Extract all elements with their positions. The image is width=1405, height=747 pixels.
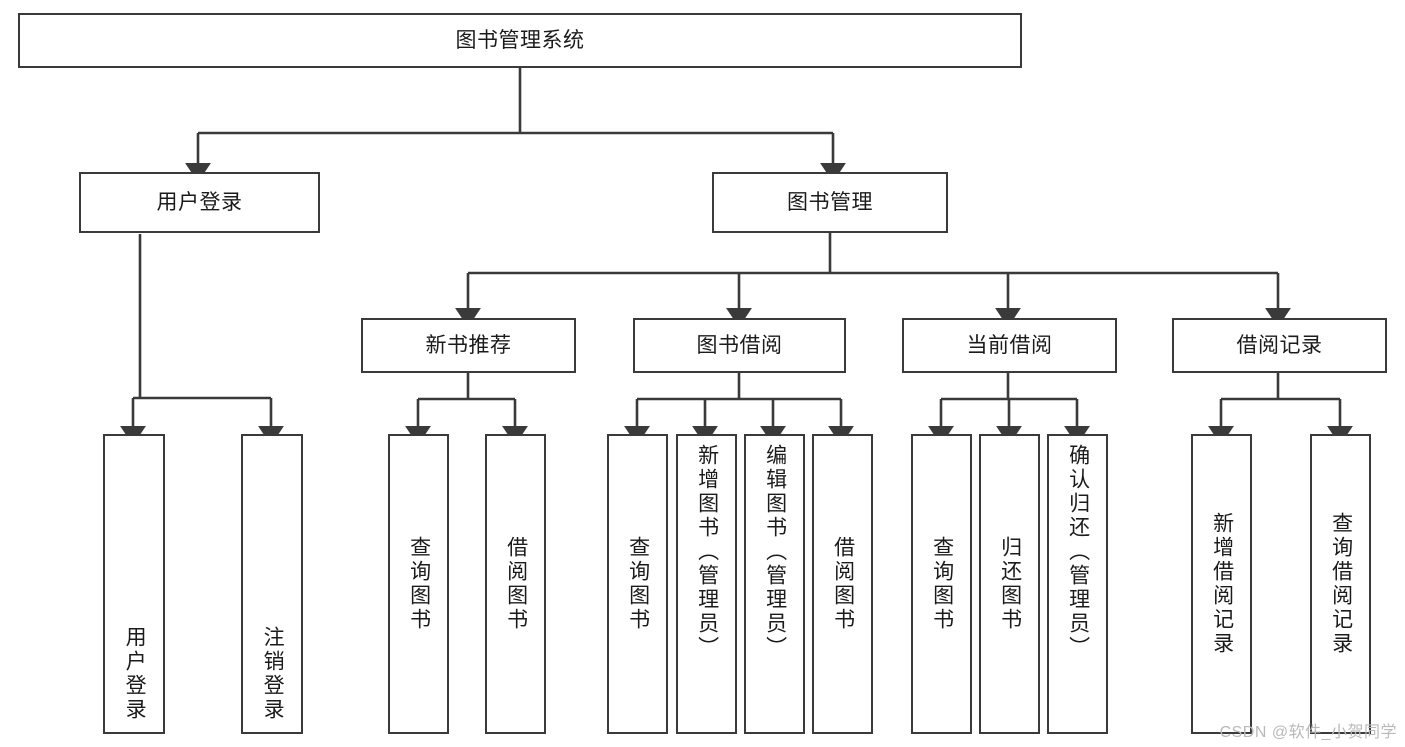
node-label: 查询图书 — [626, 536, 650, 632]
leaf-logout[interactable]: 注销登录 — [241, 434, 303, 734]
node-label: 编辑图书（管理员） — [763, 444, 787, 660]
node-user-login[interactable]: 用户登录 — [79, 172, 320, 233]
node-book-management-system[interactable]: 图书管理系统 — [18, 13, 1022, 68]
leaf-query-book-bb[interactable]: 查询图书 — [607, 434, 668, 734]
node-label: 新增借阅记录 — [1210, 512, 1234, 656]
node-book-borrow[interactable]: 图书借阅 — [633, 318, 846, 373]
node-label: 注销登录 — [261, 626, 285, 722]
leaf-query-book-cb[interactable]: 查询图书 — [911, 434, 972, 734]
leaf-user-login[interactable]: 用户登录 — [103, 434, 165, 734]
leaf-borrow-book-nbr[interactable]: 借阅图书 — [485, 434, 546, 734]
node-label: 借阅记录 — [1236, 333, 1323, 357]
node-label: 借阅图书 — [504, 536, 528, 632]
node-book-management[interactable]: 图书管理 — [712, 172, 948, 233]
leaf-borrow-book-bb[interactable]: 借阅图书 — [812, 434, 873, 734]
node-label: 借阅图书 — [831, 536, 855, 632]
node-label: 用户登录 — [123, 626, 147, 722]
node-label: 图书管理系统 — [455, 28, 585, 52]
node-label: 查询图书 — [930, 536, 954, 632]
node-label: 查询借阅记录 — [1329, 512, 1353, 656]
node-new-book-recommend[interactable]: 新书推荐 — [361, 318, 576, 373]
node-label: 当前借阅 — [966, 333, 1053, 357]
leaf-edit-book-admin[interactable]: 编辑图书（管理员） — [744, 434, 805, 734]
node-label: 用户登录 — [156, 190, 243, 214]
leaf-query-borrow-record[interactable]: 查询借阅记录 — [1310, 434, 1371, 734]
node-label: 新增图书（管理员） — [695, 444, 719, 660]
watermark-text: CSDN @软件_小贺同学 — [1219, 724, 1397, 741]
leaf-return-book[interactable]: 归还图书 — [979, 434, 1040, 734]
leaf-query-book-nbr[interactable]: 查询图书 — [388, 434, 449, 734]
leaf-confirm-return-admin[interactable]: 确认归还（管理员） — [1047, 434, 1108, 734]
leaf-add-book-admin[interactable]: 新增图书（管理员） — [676, 434, 737, 734]
node-label: 归还图书 — [998, 536, 1022, 632]
node-label: 新书推荐 — [425, 333, 512, 357]
node-label: 确认归还（管理员） — [1066, 444, 1090, 660]
node-current-borrow[interactable]: 当前借阅 — [902, 318, 1117, 373]
node-label: 查询图书 — [407, 536, 431, 632]
node-borrow-record[interactable]: 借阅记录 — [1172, 318, 1387, 373]
node-label: 图书借阅 — [696, 333, 783, 357]
leaf-add-borrow-record[interactable]: 新增借阅记录 — [1191, 434, 1252, 734]
node-label: 图书管理 — [787, 190, 873, 214]
